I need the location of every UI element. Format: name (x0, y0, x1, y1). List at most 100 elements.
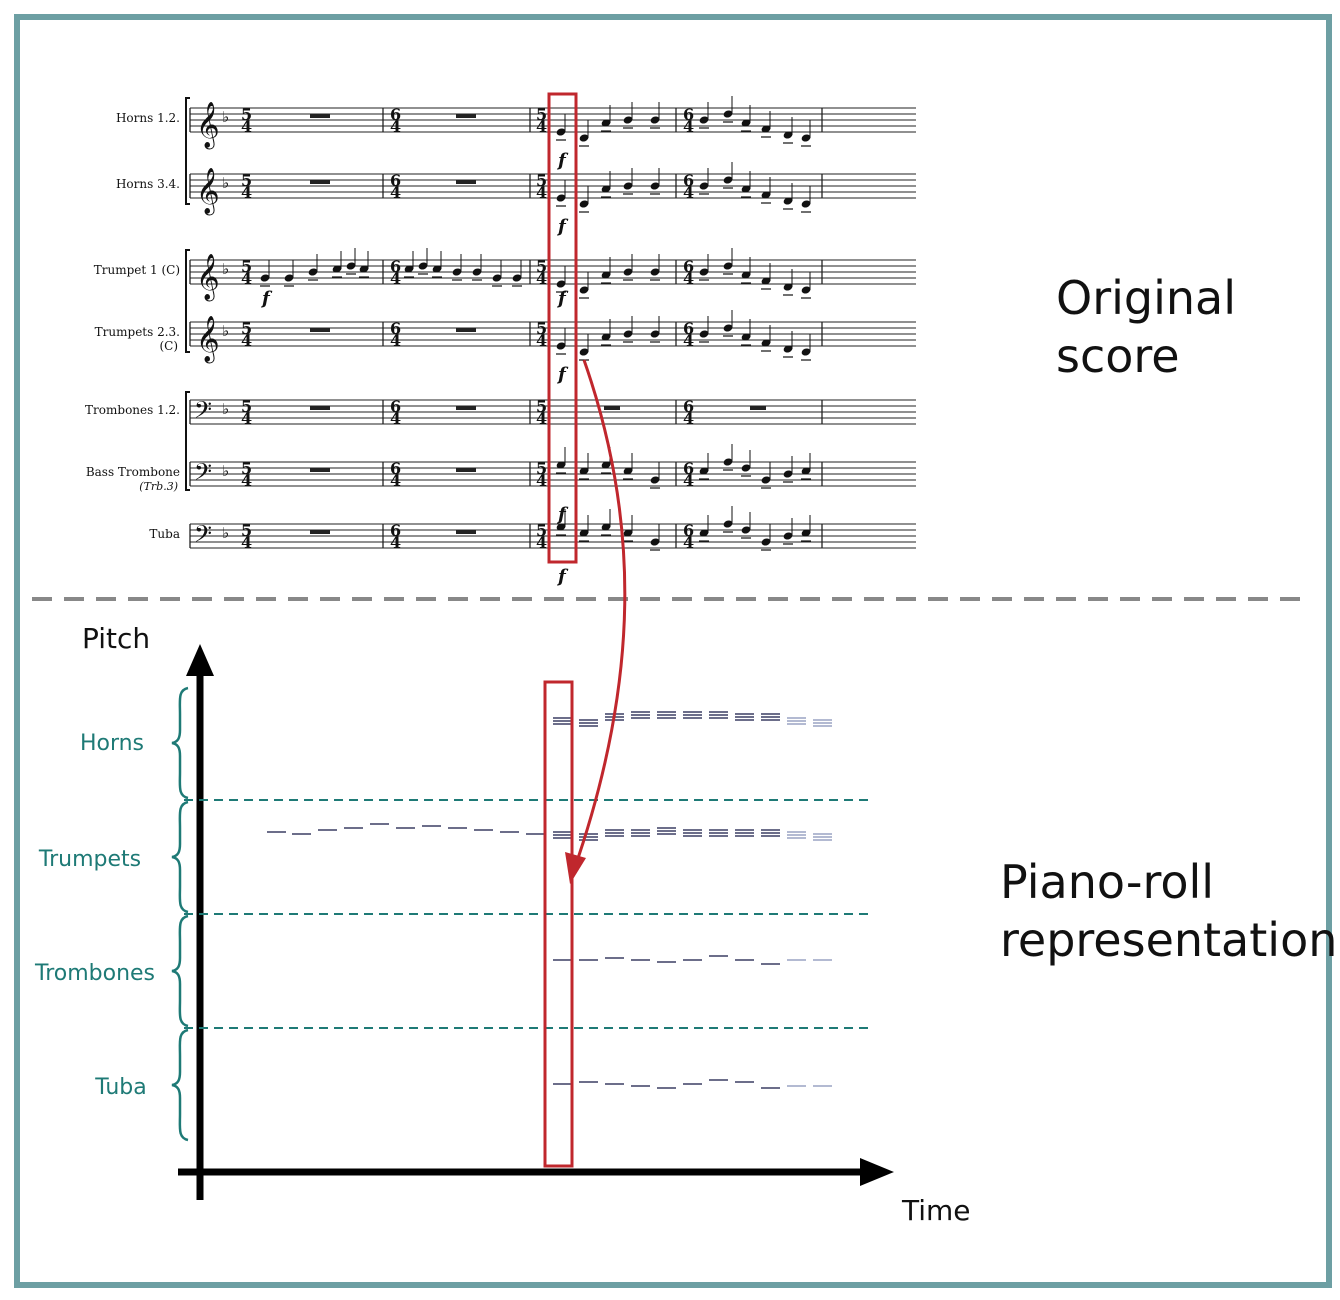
mapping-arrow (572, 359, 627, 871)
note-head (801, 467, 811, 475)
rest (310, 180, 330, 184)
note-head (699, 268, 709, 276)
flat-icon: ♭ (222, 322, 229, 340)
note-head (801, 134, 811, 142)
time-signature: 6 (390, 459, 401, 478)
note-head (332, 265, 342, 273)
time-signature: 5 (536, 105, 547, 124)
roll-title-line2: representation (1000, 913, 1337, 967)
time-signature: 4 (683, 533, 694, 552)
note-head (492, 274, 502, 282)
time-signature: 4 (390, 471, 401, 490)
trombones-bracket (185, 391, 190, 491)
treble-clef-icon: 𝄞 (196, 316, 220, 364)
note-head (761, 476, 771, 484)
note-head (418, 262, 428, 270)
staff-label: Horns 1.2. (116, 111, 180, 125)
time-signature: 5 (241, 521, 252, 540)
time-signature: 4 (536, 471, 547, 490)
note-head (783, 131, 793, 139)
note-head (801, 200, 811, 208)
flat-icon: ♭ (222, 400, 229, 418)
flat-icon: ♭ (222, 260, 229, 278)
note-head (601, 271, 611, 279)
dynamic-marking: f (556, 566, 569, 587)
note-head (579, 134, 589, 142)
note-head (579, 529, 589, 537)
time-signature: 4 (241, 331, 252, 350)
rest (310, 114, 330, 118)
flat-icon: ♭ (222, 524, 229, 542)
time-signature: 4 (390, 533, 401, 552)
note-head (556, 461, 566, 469)
rest (456, 406, 476, 410)
time-signature: 5 (536, 397, 547, 416)
note-head (741, 333, 751, 341)
note-head (723, 110, 733, 118)
note-head (783, 532, 793, 540)
note-head (741, 271, 751, 279)
note-head (556, 280, 566, 288)
note-head (556, 128, 566, 136)
note-head (284, 274, 294, 282)
time-signature: 4 (683, 269, 694, 288)
note-head (308, 268, 318, 276)
note-head (741, 526, 751, 534)
group-label-trombones: Trombones (34, 961, 155, 986)
note-head (723, 324, 733, 332)
note-head (260, 274, 270, 282)
note-head (650, 538, 660, 546)
note-head (699, 529, 709, 537)
trumpets-bracket (185, 249, 190, 353)
note-head (623, 330, 633, 338)
staff-sub-label: (Trb.3) (139, 480, 178, 493)
rest (456, 328, 476, 332)
time-signature: 4 (390, 409, 401, 428)
brace-horns (171, 686, 189, 800)
time-signature: 4 (683, 117, 694, 136)
note-head (472, 268, 482, 276)
time-signature: 4 (683, 183, 694, 202)
dynamic-marking: f (260, 288, 273, 309)
note-head (783, 345, 793, 353)
time-signature: 5 (536, 257, 547, 276)
bass-clef-icon: 𝄢 (194, 396, 212, 429)
flat-icon: ♭ (222, 108, 229, 126)
time-signature: 6 (390, 521, 401, 540)
score-title-line1: Original (1056, 271, 1236, 325)
time-signature: 4 (241, 471, 252, 490)
mapping-arrow-head-icon (565, 852, 586, 884)
note-head (783, 470, 793, 478)
time-signature: 5 (241, 459, 252, 478)
note-head (579, 467, 589, 475)
rest (456, 468, 476, 472)
note-head (623, 116, 633, 124)
rest (604, 406, 620, 410)
note-head (556, 342, 566, 350)
note-head (801, 529, 811, 537)
time-signature: 4 (536, 117, 547, 136)
roll-highlight-box (543, 680, 574, 1168)
time-signature: 6 (683, 521, 694, 540)
group-label-horns: Horns (80, 731, 144, 756)
time-signature: 5 (241, 397, 252, 416)
dynamic-marking: f (556, 504, 569, 525)
note-head (761, 125, 771, 133)
time-signature: 5 (536, 459, 547, 478)
note-head (783, 283, 793, 291)
note-head (623, 268, 633, 276)
time-signature: 5 (241, 105, 252, 124)
note-head (741, 464, 751, 472)
treble-clef-icon: 𝄞 (196, 168, 220, 216)
note-head (359, 265, 369, 273)
note-head (556, 523, 566, 531)
note-head (761, 538, 771, 546)
